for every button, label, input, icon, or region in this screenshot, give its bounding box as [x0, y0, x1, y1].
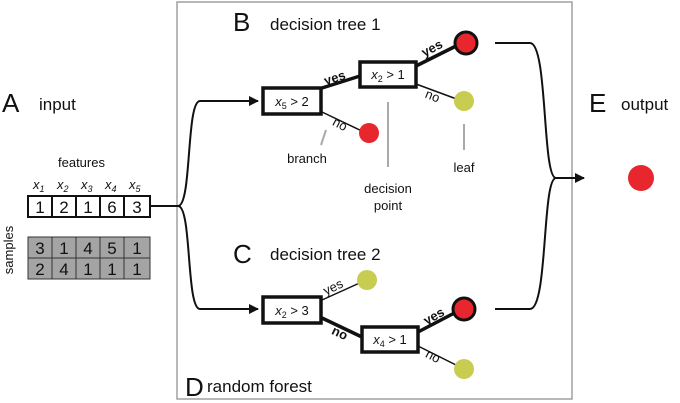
tree1-no-label-1: no [330, 114, 350, 134]
sample-cell: 5 [107, 239, 116, 258]
tree2-leaf-yellow-top [357, 270, 377, 290]
sample-cell: 2 [35, 260, 44, 279]
input-cell: 3 [132, 198, 141, 217]
tree1-arrow-to-output [495, 42, 557, 179]
input-cell: 6 [107, 198, 116, 217]
decision-point-annotation-line2: point [374, 198, 403, 213]
leaf-annotation: leaf [454, 160, 475, 175]
decision-tree-2: x2 > 3 x4 > 1 yes no yes no [261, 270, 477, 379]
output-prediction [628, 165, 654, 191]
tree1-node2-condition: x2 > 1 [370, 67, 405, 84]
feature-header: x2 [56, 177, 69, 194]
input-cell: 1 [83, 198, 92, 217]
sample-cell: 1 [132, 239, 141, 258]
tree2-yes-label-1: yes [321, 276, 346, 299]
sample-cell: 1 [83, 260, 92, 279]
panel-b-label: decision tree 1 [270, 15, 381, 34]
tree2-no-label-1: no [330, 323, 351, 343]
panel-b-letter: B [233, 7, 250, 37]
tree1-yes-label-2: yes [419, 36, 445, 59]
panel-d-letter: D [185, 372, 204, 402]
decision-point-annotation-line1: decision [364, 181, 412, 196]
other-samples: 3 1 4 5 1 2 4 1 1 1 [27, 236, 151, 280]
features-label: features [58, 155, 105, 170]
tree2-root-node [261, 295, 323, 325]
sample-cell: 1 [59, 239, 68, 258]
samples-label: samples [1, 225, 16, 274]
tree2-node2-condition: x4 > 1 [372, 332, 407, 349]
tree2-leaf-yellow-bottom [454, 359, 474, 379]
tree1-root-node [261, 86, 323, 116]
tree1-leaf-red-top [453, 30, 479, 56]
input-arrow-to-tree1 [150, 96, 259, 207]
sample-cell: 1 [107, 260, 116, 279]
tree1-leaf-yellow [454, 91, 474, 111]
tree2-no-label-2: no [423, 346, 443, 366]
tree2-root-condition: x2 > 3 [274, 303, 309, 320]
feature-header: x1 [32, 177, 45, 194]
panel-e-letter: E [589, 88, 606, 118]
panel-c-label: decision tree 2 [270, 245, 381, 264]
tree1-root-condition: x5 > 2 [274, 94, 309, 111]
tree2-node2 [360, 325, 420, 354]
tree1-yes-label-1: yes [322, 67, 347, 88]
sample-cell: 4 [59, 260, 68, 279]
panel-a-label: input [39, 95, 76, 114]
sample-cell: 4 [83, 239, 92, 258]
input-cell: 1 [35, 198, 44, 217]
tree1-leaf-red-bottom [359, 123, 379, 143]
panel-a-letter: A [2, 88, 20, 118]
tree1-no-label-2: no [423, 86, 442, 105]
panel-c-letter: C [233, 239, 252, 269]
input-row: 1 2 1 6 3 [27, 195, 151, 218]
panel-e-label: output [621, 95, 669, 114]
tree2-arrow-to-output [495, 177, 557, 310]
feature-header: x4 [104, 177, 117, 194]
sample-cell: 1 [132, 260, 141, 279]
feature-header: x3 [80, 177, 93, 194]
feature-headers: x1 x2 x3 x4 x5 [32, 177, 142, 194]
input-arrow-to-tree2 [177, 205, 259, 314]
tree2-yes-label-2: yes [421, 304, 447, 328]
tree2-leaf-red [451, 296, 477, 322]
decision-tree-1: x5 > 2 x2 > 1 yes no yes no [261, 30, 479, 143]
panel-d-label: random forest [207, 377, 312, 396]
input-cell: 2 [59, 198, 68, 217]
sample-cell: 3 [35, 239, 44, 258]
feature-header: x5 [128, 177, 142, 194]
branch-pointer [320, 129, 327, 146]
random-forest-frame [176, 1, 573, 400]
tree1-node2 [358, 60, 418, 89]
branch-annotation: branch [287, 151, 327, 166]
